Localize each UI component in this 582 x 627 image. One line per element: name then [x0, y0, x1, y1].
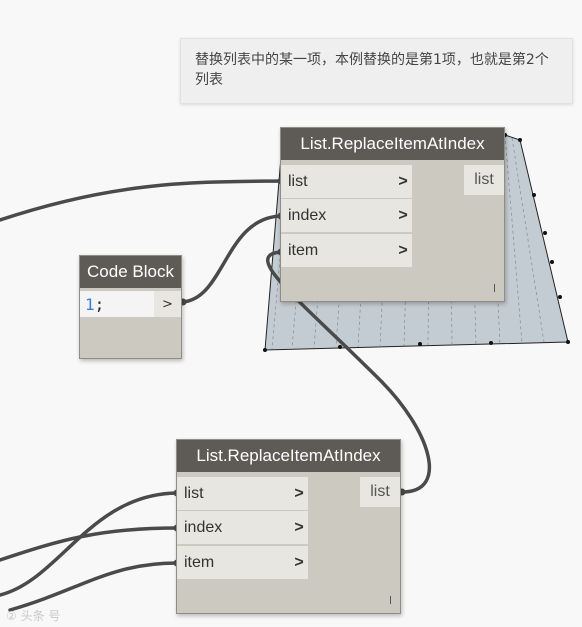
port-label: index — [184, 518, 223, 536]
code-number: 1 — [85, 294, 95, 314]
replace-item-title-bottom: List.ReplaceItemAtIndex — [196, 446, 381, 465]
output-label: list — [474, 171, 494, 188]
lacing-indicator[interactable]: l — [493, 282, 496, 295]
port-label: item — [288, 241, 319, 259]
lacing-indicator[interactable]: l — [389, 594, 392, 607]
chevron-right-icon: > — [398, 172, 408, 190]
replace-item-title-top: List.ReplaceItemAtIndex — [300, 134, 485, 153]
input-port-item-top[interactable]: item > — [281, 234, 412, 267]
chevron-right-icon: > — [294, 553, 304, 571]
output-port-list-bottom[interactable]: list — [360, 477, 400, 507]
output-label: list — [370, 483, 390, 500]
wire-incoming-item-bottom — [8, 561, 179, 612]
wire-incoming-list-top — [0, 179, 283, 222]
wire-incoming-index-bottom — [0, 526, 179, 562]
code-output-symbol: > — [162, 296, 173, 312]
chevron-right-icon: > — [398, 241, 408, 259]
replace-item-header-bottom[interactable]: List.ReplaceItemAtIndex — [177, 440, 400, 472]
note-text: 替换列表中的某一项，本例替换的是第1项，也就是第2个列表 — [195, 52, 549, 88]
input-port-index-top[interactable]: index > — [281, 199, 412, 232]
chevron-right-icon: > — [294, 518, 304, 536]
port-label: list — [184, 484, 204, 502]
chevron-right-icon: > — [294, 484, 304, 502]
replace-item-node-bottom[interactable]: List.ReplaceItemAtIndex list > index > i… — [176, 439, 401, 614]
lacing-label: l — [492, 282, 496, 295]
note-annotation[interactable]: 替换列表中的某一项，本例替换的是第1项，也就是第2个列表 — [180, 38, 573, 104]
wire-codeblock-to-index — [181, 214, 283, 304]
port-label: list — [288, 172, 308, 190]
code-block-output-port[interactable]: > — [154, 291, 181, 317]
code-block-node[interactable]: Code Block 1; > — [79, 255, 182, 359]
code-block-header[interactable]: Code Block — [80, 256, 181, 288]
watermark: ② 头条 号 — [6, 607, 60, 624]
input-port-list-top[interactable]: list > — [281, 165, 412, 198]
code-editor[interactable]: 1; — [80, 291, 154, 317]
output-port-list-top[interactable]: list — [464, 165, 504, 195]
watermark-text: ② 头条 号 — [6, 609, 61, 623]
chevron-right-icon: > — [398, 206, 408, 224]
code-block-title: Code Block — [87, 262, 174, 281]
port-label: item — [184, 553, 215, 571]
wire-bottom-output-to-item — [266, 250, 431, 494]
replace-item-header-top[interactable]: List.ReplaceItemAtIndex — [281, 128, 504, 160]
code-suffix: ; — [94, 294, 105, 314]
replace-item-node-top[interactable]: List.ReplaceItemAtIndex list > index > i… — [280, 127, 505, 302]
input-port-list-bottom[interactable]: list > — [177, 477, 308, 510]
lacing-label: l — [388, 594, 392, 607]
wires — [0, 179, 431, 612]
port-label: index — [288, 206, 327, 224]
input-port-index-bottom[interactable]: index > — [177, 511, 308, 544]
input-port-item-bottom[interactable]: item > — [177, 546, 308, 579]
